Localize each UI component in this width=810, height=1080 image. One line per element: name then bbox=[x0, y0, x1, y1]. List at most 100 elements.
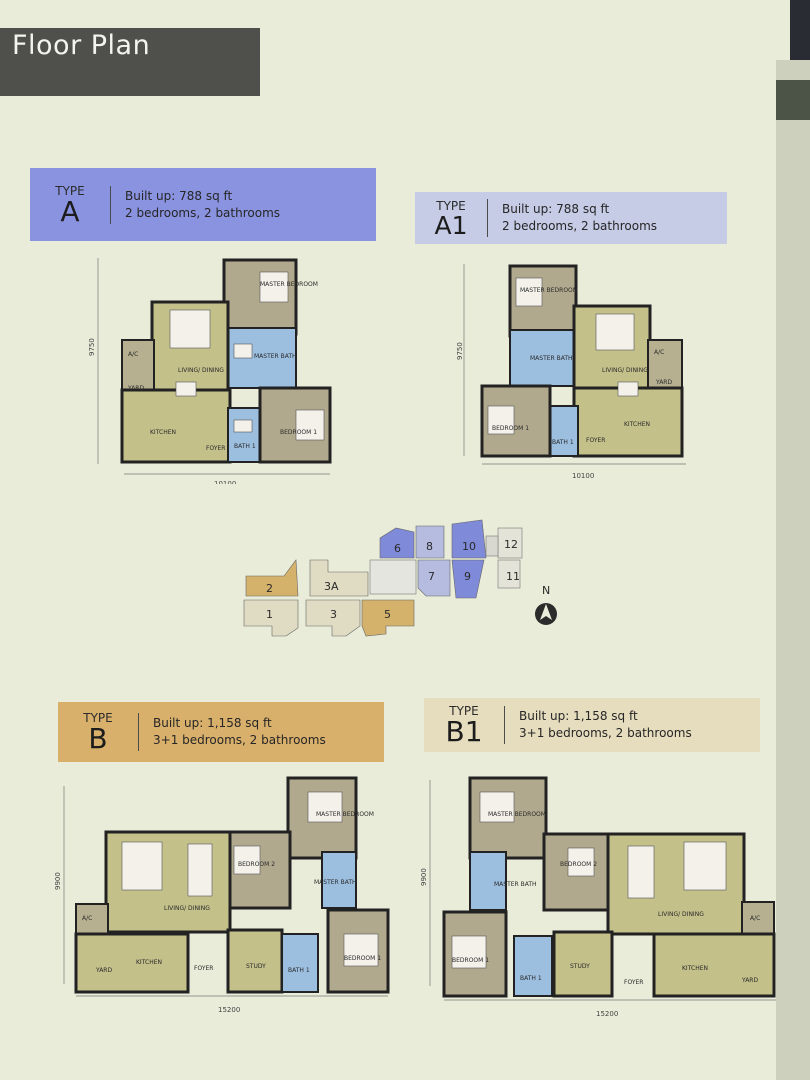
label-bath1: BATH 1 bbox=[234, 443, 256, 450]
label-ac: A/C bbox=[82, 915, 92, 922]
label-master-bedroom: MASTER BEDROOM bbox=[316, 811, 374, 818]
dim-horizontal: 10100 bbox=[214, 480, 236, 484]
unit-3a: 3A bbox=[324, 580, 339, 593]
page-title: Floor Plan bbox=[12, 30, 151, 61]
north-label: N bbox=[542, 584, 550, 597]
label-bedroom2: BEDROOM 2 bbox=[560, 861, 597, 868]
north-arrow-pointer-icon bbox=[540, 604, 552, 620]
page-edge-tab bbox=[776, 80, 810, 120]
built-up: Built up: 1,158 sq ft bbox=[519, 709, 638, 723]
unit-5-shape bbox=[361, 599, 415, 637]
label-master-bedroom: MASTER BEDROOM bbox=[488, 811, 546, 818]
label-bedroom1: BEDROOM 1 bbox=[280, 429, 317, 436]
divider bbox=[138, 713, 139, 751]
type-b-label: TYPE B bbox=[58, 711, 138, 753]
type-b-info: Built up: 1,158 sq ft 3+1 bedrooms, 2 ba… bbox=[153, 715, 326, 749]
divider bbox=[504, 706, 505, 744]
label-foyer: FOYER bbox=[206, 445, 225, 452]
divider bbox=[110, 185, 111, 224]
type-word: TYPE bbox=[436, 198, 466, 213]
type-b1-info: Built up: 1,158 sq ft 3+1 bedrooms, 2 ba… bbox=[519, 708, 692, 742]
unit-9: 9 bbox=[464, 570, 471, 583]
core-stairs bbox=[485, 535, 499, 557]
unit-5: 5 bbox=[384, 608, 391, 621]
unit-11: 11 bbox=[506, 570, 520, 583]
label-living: LIVING/ DINING bbox=[658, 911, 704, 918]
dim-horizontal: 15200 bbox=[596, 1010, 618, 1018]
type-word: TYPE bbox=[449, 704, 479, 718]
dim-horizontal: 15200 bbox=[218, 1006, 240, 1014]
unit-12: 12 bbox=[504, 538, 518, 551]
floor-plan-type-b: 9900 15200 MASTER BEDROOM MASTER BATH BE… bbox=[52, 774, 398, 1018]
label-bath1: BATH 1 bbox=[520, 975, 542, 982]
label-bedroom1: BEDROOM 1 bbox=[344, 955, 381, 962]
type-a1-header: TYPE A1 Built up: 788 sq ft 2 bedrooms, … bbox=[415, 192, 727, 244]
label-ac: A/C bbox=[750, 915, 760, 922]
label-kitchen: KITCHEN bbox=[136, 959, 162, 966]
room-count: 3+1 bedrooms, 2 bathrooms bbox=[519, 726, 692, 740]
label-yard: YARD bbox=[655, 379, 672, 386]
dim-vertical: 9900 bbox=[420, 868, 428, 886]
core-shape bbox=[369, 559, 417, 595]
floor-plan-type-a: 9750 10100 MASTER BEDROOM MASTER BATH LI… bbox=[84, 252, 344, 484]
unit-10-shape bbox=[451, 519, 487, 559]
label-study: STUDY bbox=[246, 963, 266, 970]
type-letter: B1 bbox=[445, 715, 483, 748]
label-living: LIVING/ DINING bbox=[602, 367, 648, 374]
dim-vertical: 9900 bbox=[54, 872, 62, 890]
type-word: TYPE bbox=[83, 711, 113, 725]
unit-7: 7 bbox=[428, 570, 435, 583]
type-a-label: TYPE A bbox=[30, 184, 110, 226]
label-foyer: FOYER bbox=[586, 437, 605, 444]
type-a1-info: Built up: 788 sq ft 2 bedrooms, 2 bathro… bbox=[502, 201, 657, 235]
label-bedroom2: BEDROOM 2 bbox=[238, 861, 275, 868]
floor-plan-type-a1: 9750 10100 MASTER BEDROOM MASTER BATH LI… bbox=[452, 256, 692, 482]
label-living: LIVING/ DINING bbox=[164, 905, 210, 912]
unit-6: 6 bbox=[394, 542, 401, 555]
label-yard: YARD bbox=[95, 967, 112, 974]
room-count: 2 bedrooms, 2 bathrooms bbox=[125, 205, 281, 220]
label-master-bath: MASTER BATH bbox=[530, 355, 573, 362]
unit-6-shape bbox=[379, 527, 415, 559]
type-b1-label: TYPE B1 bbox=[424, 704, 504, 746]
label-bedroom1: BEDROOM 1 bbox=[452, 957, 489, 964]
label-study: STUDY bbox=[570, 963, 590, 970]
type-word: TYPE bbox=[55, 183, 85, 198]
divider bbox=[487, 199, 488, 237]
label-kitchen: KITCHEN bbox=[624, 421, 650, 428]
type-b1-header: TYPE B1 Built up: 1,158 sq ft 3+1 bedroo… bbox=[424, 698, 760, 752]
unit-1: 1 bbox=[266, 608, 273, 621]
room-count: 3+1 bedrooms, 2 bathrooms bbox=[153, 733, 326, 747]
type-a1-label: TYPE A1 bbox=[415, 199, 487, 238]
unit-7-shape bbox=[417, 559, 451, 597]
dim-vertical: 9750 bbox=[88, 338, 96, 356]
unit-11-shape bbox=[497, 559, 521, 589]
label-master-bath: MASTER BATH bbox=[254, 353, 297, 360]
built-up: Built up: 1,158 sq ft bbox=[153, 716, 272, 730]
type-letter: B bbox=[88, 722, 108, 755]
label-living: LIVING/ DINING bbox=[178, 367, 224, 374]
label-bath1: BATH 1 bbox=[288, 967, 310, 974]
next-page-edge bbox=[776, 60, 810, 1080]
label-master-bath: MASTER BATH bbox=[314, 879, 357, 886]
label-ac: A/C bbox=[654, 349, 664, 356]
label-master-bedroom: MASTER BEDROOM bbox=[260, 281, 318, 288]
room-count: 2 bedrooms, 2 bathrooms bbox=[502, 219, 658, 233]
label-master-bath: MASTER BATH bbox=[494, 881, 537, 888]
label-ac: A/C bbox=[128, 351, 138, 358]
type-b-header: TYPE B Built up: 1,158 sq ft 3+1 bedroom… bbox=[58, 702, 384, 762]
label-yard: YARD bbox=[127, 385, 144, 392]
unit-2-shape bbox=[245, 559, 299, 597]
label-yard: YARD bbox=[741, 977, 758, 984]
unit-12-shape bbox=[497, 527, 523, 559]
unit-3-shape bbox=[305, 599, 361, 637]
label-foyer: FOYER bbox=[624, 979, 643, 986]
unit-10: 10 bbox=[462, 540, 476, 553]
type-a-info: Built up: 788 sq ft 2 bedrooms, 2 bathro… bbox=[125, 188, 280, 222]
type-letter: A bbox=[60, 194, 80, 228]
unit-3a-shape bbox=[309, 559, 369, 597]
unit-9-shape bbox=[451, 559, 485, 599]
title-bar bbox=[0, 28, 260, 96]
built-up: Built up: 788 sq ft bbox=[502, 202, 610, 216]
type-letter: A1 bbox=[434, 210, 468, 240]
